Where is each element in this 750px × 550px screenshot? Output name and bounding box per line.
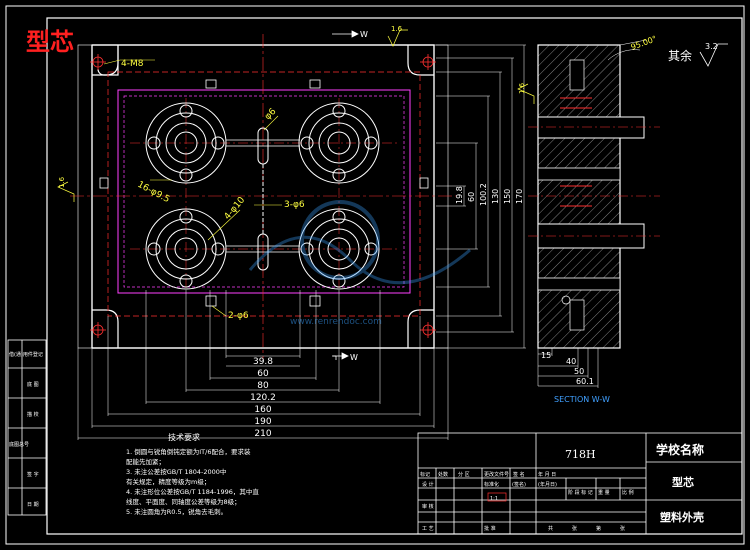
tb-sheet-1: 张 xyxy=(572,525,577,532)
note-line: 1. 倒圆与锐角倒钝定额为IT/6配合，要求装 xyxy=(126,447,251,456)
tb-header-0: 标记 xyxy=(420,471,430,478)
roughness-16-left: 1.6 xyxy=(58,176,66,188)
tb-header-1: 处数 xyxy=(438,471,448,478)
dim-s-60-1: 60.1 xyxy=(576,377,594,386)
horizontal-dimensions xyxy=(77,290,449,440)
tb-row-process: 工 艺 xyxy=(422,526,434,532)
corner-screw-holes xyxy=(90,54,436,338)
tb-weight-label: 重 量 xyxy=(598,489,610,496)
left-binding-strip xyxy=(7,339,47,516)
scale-value: 1:1 xyxy=(490,496,498,502)
drawing-title: 型芯 xyxy=(26,28,74,56)
pin-holes xyxy=(99,79,429,307)
tb-row-review: 审 核 xyxy=(422,503,434,510)
tb-approve: 批 准 xyxy=(484,525,496,532)
sheet-border xyxy=(5,5,745,545)
tb-row-design: 设 计 xyxy=(422,481,434,488)
tb-header-3: 更改文件号 xyxy=(484,471,509,478)
roughness-symbols xyxy=(57,29,535,202)
label-4-phi10: 4-φ10 xyxy=(223,195,248,222)
tb-header-5: 年 月 日 xyxy=(538,471,556,478)
other-roughness-label: 其余 xyxy=(668,48,692,63)
side-label-1: 底 图 xyxy=(27,381,39,388)
side-label-2: 描 校 xyxy=(27,411,39,418)
drawing-frame xyxy=(46,17,743,535)
tb-std-cell: (签名) xyxy=(512,481,526,488)
dim-210: 210 xyxy=(254,429,271,439)
watermark xyxy=(248,200,471,285)
core-cavity-group xyxy=(145,102,380,290)
dim-v-150: 150 xyxy=(503,189,512,204)
dim-s-40: 40 xyxy=(566,357,576,366)
scale-stamp xyxy=(487,492,507,502)
label-3-phi6: 3-φ6 xyxy=(284,200,305,210)
tb-sheet-3: 张 xyxy=(620,525,625,532)
section-label: SECTION W-W xyxy=(554,395,610,404)
dim-s-15: 15 xyxy=(541,351,551,360)
dim-160: 160 xyxy=(254,405,271,415)
title-block-grid xyxy=(417,432,743,535)
vertical-dimensions xyxy=(436,44,526,349)
dim-v-19-8: 19.8 xyxy=(455,186,464,204)
notes-title: 技术要求 xyxy=(168,432,200,442)
section-marks xyxy=(332,30,359,360)
roughness-symbol-other xyxy=(699,43,728,67)
tb-header-2: 分 区 xyxy=(458,471,470,478)
tb-date-cell: (年月日) xyxy=(538,481,557,488)
school-name: 学校名称 xyxy=(656,442,704,457)
leader-lines xyxy=(103,59,282,317)
dim-angle: 95.00° xyxy=(630,34,658,52)
dim-60-h: 60 xyxy=(257,369,269,379)
tb-scale-label: 比 例 xyxy=(622,489,634,496)
tb-sheet-2: 第 xyxy=(596,525,601,532)
side-label-4: 签 字 xyxy=(27,471,39,478)
label-16-phi95: 16-φ9.5 xyxy=(136,180,172,205)
note-line: 4. 未注形位公差按GB/T 1184-1996，其中直 xyxy=(126,487,259,496)
drawing-name: 塑料外壳 xyxy=(660,510,704,524)
tb-std-label: 标准化 xyxy=(484,481,499,488)
dim-39-8: 39.8 xyxy=(253,357,273,367)
dim-120-2: 120.2 xyxy=(250,393,276,403)
dim-v-130: 130 xyxy=(491,189,500,204)
dim-v-60: 60 xyxy=(467,192,476,202)
tb-header-4: 签 名 xyxy=(513,471,525,478)
note-line: 线度、平面度、同轴度公差等级为8级； xyxy=(126,497,241,506)
watermark-text: www.renrendoc.com xyxy=(290,317,382,327)
tb-stage-label: 阶 段 标 记 xyxy=(568,489,593,496)
tb-sheet-0: 共 xyxy=(548,525,553,532)
section-view xyxy=(528,44,660,349)
note-line: 3. 未注公差按GB/T 1804-2000中 xyxy=(126,467,226,476)
note-line: 有关规定，精度等级为m级； xyxy=(126,477,210,486)
side-label-0: 借(通)用件登记 xyxy=(9,351,43,358)
roughness-16-side: 1.6 xyxy=(518,82,526,94)
dim-190: 190 xyxy=(254,417,271,427)
roughness-16-top: 1.6 xyxy=(391,25,403,33)
label-phi6: φ6 xyxy=(263,107,279,123)
other-roughness-value: 3.2 xyxy=(705,42,718,51)
dim-80: 80 xyxy=(257,381,269,391)
side-label-3: 底图总号 xyxy=(9,441,29,448)
label-2-phi6: 2-φ6 xyxy=(228,311,249,321)
label-w-top: W xyxy=(360,30,368,39)
part-name: 型芯 xyxy=(672,475,694,489)
side-label-5: 日 期 xyxy=(27,502,39,508)
dim-v-170: 170 xyxy=(515,189,524,204)
label-4m8: 4-M8 xyxy=(121,59,144,69)
material: 718H xyxy=(565,448,596,461)
note-line: 配能先加紧； xyxy=(126,457,165,466)
dim-s-50: 50 xyxy=(574,367,584,376)
dim-v-100-2: 100.2 xyxy=(479,183,488,206)
section-dimensions xyxy=(537,39,647,388)
notes-list: 1. 倒圆与锐角倒钝定额为IT/6配合，要求装 配能先加紧； 3. 未注公差按G… xyxy=(126,447,259,516)
note-line: 5. 未注圆角为R0.5，锐角去毛刺。 xyxy=(126,507,227,516)
label-w-bottom: W xyxy=(350,353,358,362)
